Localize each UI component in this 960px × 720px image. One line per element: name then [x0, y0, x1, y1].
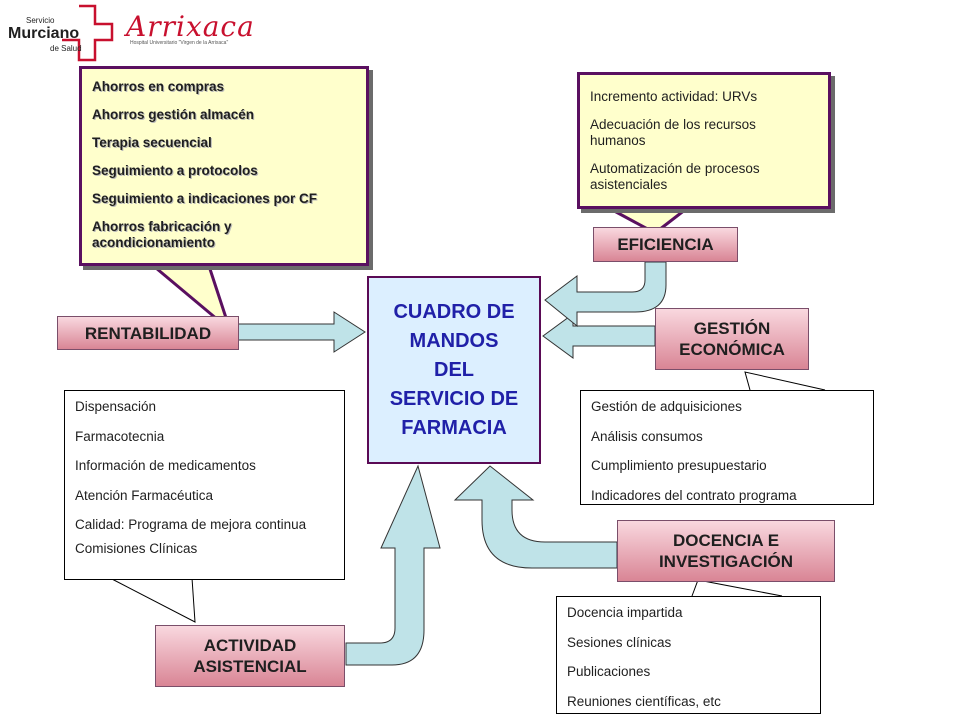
- list-item: Ahorros gestión almacén: [92, 107, 255, 122]
- list-item: Incremento actividad: URVs: [590, 89, 758, 104]
- center-title-line: DEL: [434, 358, 474, 381]
- arrixaca-logo: Arrixaca Hospital Universitario "Virgen …: [126, 10, 261, 50]
- actividad-label-line2: ASISTENCIAL: [193, 657, 307, 676]
- center-title-line: SERVICIO DE: [389, 387, 519, 410]
- list-item: Seguimiento a protocolos: [92, 163, 258, 178]
- list-item: Análisis consumos: [591, 428, 703, 444]
- smr-line2: Murciano: [8, 25, 80, 42]
- arrow-gestion: [542, 313, 656, 359]
- list-item: Dispensación: [75, 399, 157, 414]
- rentabilidad-label: RENTABILIDAD: [84, 323, 212, 343]
- list-item: Adecuación de los recursos humanos: [590, 117, 756, 148]
- list-item: Cumplimiento presupuestario: [591, 458, 767, 473]
- rentabilidad-box: RENTABILIDAD: [57, 316, 239, 350]
- docencia-label-line2: INVESTIGACIÓN: [658, 552, 794, 571]
- arrixaca-name: Arrixaca: [126, 10, 255, 43]
- list-item: Terapia secuencial: [92, 135, 212, 150]
- actividad-callout: Dispensación Farmacotecnia Información d…: [64, 390, 345, 580]
- gestion-label-line2: ECONÓMICA: [679, 340, 785, 359]
- center-title-box: CUADRO DE MANDOS DEL SERVICIO DE FARMACI…: [367, 276, 541, 464]
- list-item: Ahorros en compras: [92, 79, 225, 94]
- list-item: Indicadores del contrato programa: [591, 487, 797, 503]
- arrow-rentabilidad: [237, 311, 366, 353]
- gestion-callout-pointer: [744, 371, 826, 391]
- smr-cross-icon: [62, 4, 114, 62]
- arrixaca-subtitle: Hospital Universitario "Virgen de la Arr…: [130, 40, 229, 46]
- smr-logo: Servicio Murciano de Salud: [8, 4, 114, 62]
- list-item: Publicaciones: [567, 664, 651, 679]
- arrow-eficiencia: [544, 261, 667, 328]
- list-item: Gestión de adquisiciones: [591, 399, 742, 414]
- actividad-box: ACTIVIDAD ASISTENCIAL: [155, 625, 345, 687]
- list-item: Información de medicamentos: [75, 458, 256, 473]
- list-item: Seguimiento a indicaciones por CF: [92, 191, 318, 206]
- list-item: Calidad: Programa de mejora continua: [75, 517, 307, 532]
- eficiencia-box: EFICIENCIA: [593, 227, 738, 262]
- gestion-economica-box: GESTIÓN ECONÓMICA: [655, 308, 809, 370]
- docencia-box: DOCENCIA E INVESTIGACIÓN: [617, 520, 835, 582]
- actividad-callout-pointer: [109, 577, 196, 623]
- gestion-callout: Gestión de adquisiciones Análisis consum…: [580, 390, 874, 505]
- gestion-label-line1: GESTIÓN: [693, 319, 771, 338]
- docencia-label-line1: DOCENCIA E: [672, 531, 780, 550]
- actividad-label-line1: ACTIVIDAD: [203, 636, 297, 655]
- center-title-line: CUADRO DE: [393, 300, 515, 323]
- list-item: Ahorros fabricación y acondicionamiento: [92, 219, 232, 250]
- arrow-actividad: [345, 464, 441, 666]
- list-item: Docencia impartida: [567, 605, 683, 620]
- center-title-line: FARMACIA: [401, 416, 507, 439]
- list-item: Reuniones científicas, etc: [567, 693, 721, 709]
- center-title-line: MANDOS: [409, 329, 499, 352]
- smr-line1: Servicio: [26, 16, 55, 25]
- docencia-callout-pointer: [691, 579, 783, 597]
- eficiencia-label: EFICIENCIA: [617, 235, 714, 254]
- eficiencia-callout: Incremento actividad: URVs Adecuación de…: [577, 72, 831, 209]
- list-item: Farmacotecnia: [75, 428, 165, 444]
- list-item: Automatización de procesos asistenciales: [590, 161, 760, 192]
- rentabilidad-callout: Ahorros en compras Ahorros gestión almac…: [79, 66, 369, 266]
- list-item: Comisiones Clínicas: [75, 541, 198, 556]
- list-item: Sesiones clínicas: [567, 634, 672, 650]
- list-item: Atención Farmacéutica: [75, 487, 214, 503]
- smr-line3: de Salud: [50, 44, 82, 53]
- docencia-callout: Docencia impartida Sesiones clínicas Pub…: [556, 596, 821, 714]
- arrow-docencia: [453, 465, 618, 569]
